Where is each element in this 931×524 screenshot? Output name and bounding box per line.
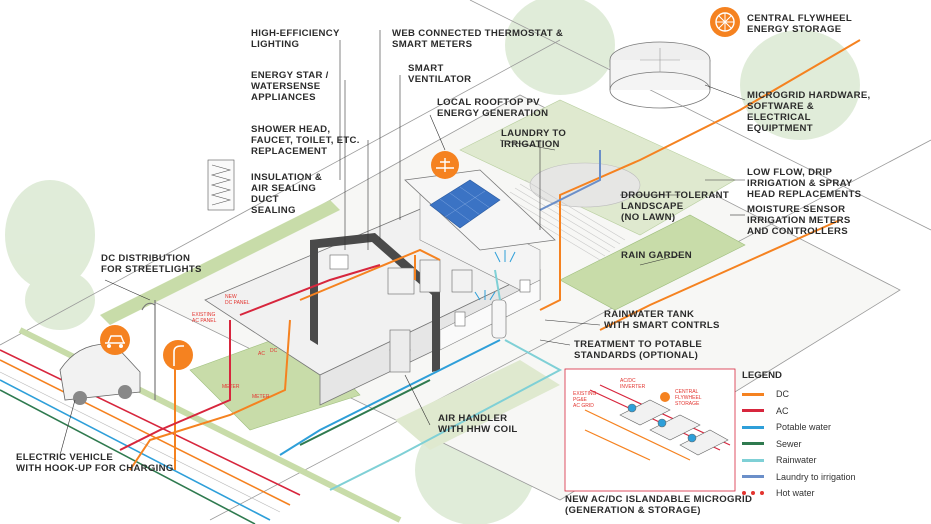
label-rain-garden: RAIN GARDEN bbox=[621, 250, 692, 261]
legend-swatch bbox=[742, 392, 764, 396]
label-drought-tolerant: DROUGHT TOLERANT LANDSCAPE (NO LAWN) bbox=[621, 190, 730, 223]
small-meter-2: METER bbox=[252, 394, 270, 400]
inset-existing-pge-l2: PG&E bbox=[573, 397, 588, 403]
sun-icon bbox=[431, 151, 459, 179]
label-flywheel: CENTRAL FLYWHEEL ENERGY STORAGE bbox=[747, 13, 853, 35]
small-ac: AC bbox=[258, 351, 265, 357]
inset-acdc-inverter-l1: AC/DC bbox=[620, 378, 636, 384]
legend-item: Potable water bbox=[742, 419, 912, 436]
small-meter-1: METER bbox=[222, 384, 240, 390]
legend-swatch bbox=[742, 425, 764, 429]
inset-flywheel-l3: STORAGE bbox=[675, 401, 700, 407]
label-smart-ventilator: SMART VENTILATOR bbox=[408, 63, 472, 85]
legend-item: Hot water bbox=[742, 485, 912, 502]
label-low-flow: LOW FLOW, DRIP IRRIGATION & SPRAY HEAD R… bbox=[747, 167, 862, 200]
utility-lines bbox=[119, 39, 861, 491]
rainwater-tank bbox=[491, 299, 507, 339]
microgrid-inset: EXISTING PG&E AC GRID AC/DC INVERTER CEN… bbox=[564, 368, 736, 492]
label-energy-star: ENERGY STAR / WATERSENSE APPLIANCES bbox=[251, 70, 329, 103]
legend-swatch bbox=[742, 475, 764, 479]
spray-symbols bbox=[474, 250, 516, 301]
flywheel-storage bbox=[609, 41, 711, 109]
small-new-dc-panel-l1: NEW bbox=[225, 294, 237, 300]
label-microgrid-hardware: MICROGRID HARDWARE, SOFTWARE & ELECTRICA… bbox=[747, 90, 871, 134]
legend-item: Sewer bbox=[742, 436, 912, 453]
label-microgrid-inset: NEW AC/DC ISLANDABLE MICROGRID (GENERATI… bbox=[565, 494, 753, 516]
streetlight-icon bbox=[163, 340, 193, 370]
label-web-thermostat: WEB CONNECTED THERMOSTAT & SMART METERS bbox=[392, 28, 564, 50]
streetlight bbox=[141, 300, 156, 400]
leader-lines bbox=[59, 30, 746, 456]
label-insulation: INSULATION & AIR SEALING DUCT SEALING bbox=[251, 172, 323, 216]
label-dc-distribution: DC DISTRIBUTION FOR STREETLIGHTS bbox=[101, 253, 202, 275]
small-existing-ac-panel-l2: AC PANEL bbox=[192, 318, 217, 324]
legend-title: LEGEND bbox=[742, 370, 782, 381]
label-rainwater-tank: RAINWATER TANK WITH SMART CONTRLS bbox=[604, 309, 720, 331]
inset-existing-pge-l1: EXISTING bbox=[573, 391, 596, 397]
legend-swatch bbox=[742, 409, 764, 413]
ev-charging-icon bbox=[100, 325, 130, 355]
legend-label: Potable water bbox=[776, 422, 832, 433]
legend-swatch bbox=[742, 458, 764, 462]
legend-swatch bbox=[742, 442, 764, 446]
small-existing-ac-panel-l1: EXISTING bbox=[192, 312, 215, 318]
small-drawing-labels: EXISTING AC PANEL NEW DC PANEL AC DC MET… bbox=[192, 294, 278, 400]
legend-item: AC bbox=[742, 403, 912, 420]
background-trees bbox=[5, 0, 860, 524]
legend-label: Rainwater bbox=[776, 455, 817, 466]
small-dc: DC bbox=[270, 348, 278, 354]
inset-acdc-inverter-l2: INVERTER bbox=[620, 384, 646, 390]
label-electric-vehicle: ELECTRIC VEHICLE WITH HOOK-UP FOR CHARGI… bbox=[16, 452, 174, 474]
legend-label: Hot water bbox=[776, 488, 815, 499]
legend-item: Rainwater bbox=[742, 452, 912, 469]
legend-label: Sewer bbox=[776, 438, 802, 449]
flywheel-icon bbox=[710, 7, 740, 37]
legend-label: Laundry to irrigation bbox=[776, 471, 856, 482]
legend-label: DC bbox=[776, 389, 789, 400]
legend-label: AC bbox=[776, 405, 789, 416]
label-treatment: TREATMENT TO POTABLE STANDARDS (OPTIONAL… bbox=[574, 339, 703, 361]
label-shower-head: SHOWER HEAD, FAUCET, TOILET, ETC. REPLAC… bbox=[251, 124, 360, 157]
label-laundry: LAUNDRY TO IRRIGATION bbox=[501, 128, 567, 150]
label-rooftop-pv: LOCAL ROOFTOP PV ENERGY GENERATION bbox=[437, 97, 549, 119]
label-high-efficiency-lighting: HIGH-EFFICIENCY LIGHTING bbox=[251, 28, 340, 50]
label-moisture-sensor: MOISTURE SENSOR IRRIGATION METERS AND CO… bbox=[747, 204, 851, 237]
legend-item: Laundry to irrigation bbox=[742, 469, 912, 486]
inset-flywheel-l1: CENTRAL bbox=[675, 389, 699, 395]
inset-existing-pge-l3: AC GRID bbox=[573, 403, 594, 409]
small-new-dc-panel-l2: DC PANEL bbox=[225, 300, 250, 306]
legend-swatch bbox=[742, 491, 764, 496]
legend-item: DC bbox=[742, 386, 912, 403]
insulation-wall-detail bbox=[207, 159, 235, 211]
inset-flywheel-l2: FLYWHEEL bbox=[675, 395, 702, 401]
electric-vehicle bbox=[59, 343, 141, 405]
label-air-handler: AIR HANDLER WITH HHW COIL bbox=[438, 413, 518, 435]
